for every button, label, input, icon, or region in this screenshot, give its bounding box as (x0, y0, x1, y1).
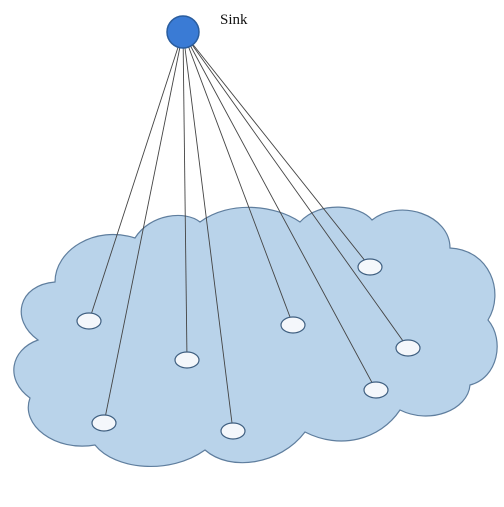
sink-label: Sink (220, 12, 248, 28)
link-node-5 (182, 31, 294, 326)
link-node-3 (182, 31, 188, 361)
sensor-node-icon (363, 381, 389, 399)
sensor-node-icon (395, 339, 421, 357)
link-node-1 (88, 31, 184, 322)
sensor-node-icon (280, 316, 306, 334)
link-node-2 (103, 31, 184, 424)
sensor-field-cloud (13, 206, 498, 467)
sensor-node-icon (76, 312, 102, 330)
link-node-7 (182, 31, 409, 349)
link-node-6 (182, 31, 371, 268)
link-lines (88, 31, 409, 432)
sink: Sink (166, 12, 248, 49)
link-node-8 (182, 31, 377, 391)
cloud-shape (13, 206, 498, 467)
sensor-node-icon (91, 414, 117, 432)
sensor-node-icon (174, 351, 200, 369)
sink-node-icon (166, 15, 200, 49)
sensor-node-icon (220, 422, 246, 440)
sensor-nodes (76, 258, 421, 440)
sensor-node-icon (357, 258, 383, 276)
link-node-4 (182, 31, 234, 432)
